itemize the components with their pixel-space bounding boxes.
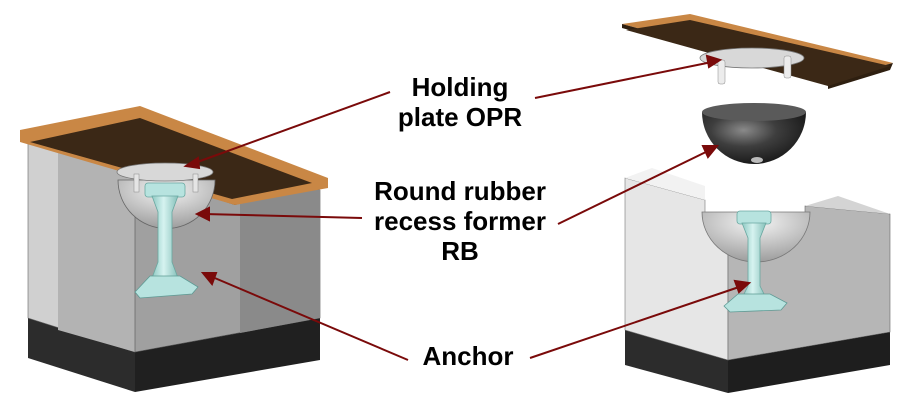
arrow-holding-right bbox=[705, 54, 723, 69]
left-holding-plate bbox=[116, 162, 214, 182]
right-anchor-foot bbox=[723, 293, 788, 313]
left-plate-pin-b bbox=[192, 173, 199, 193]
label-rubber-former: Round rubber recess former RB bbox=[360, 176, 560, 266]
right-assembly bbox=[622, 14, 893, 393]
arrow-rubber-right bbox=[701, 145, 720, 159]
right-rubber-former bbox=[702, 112, 806, 164]
left-anchor-foot bbox=[134, 275, 199, 299]
arrow-anchor-right bbox=[733, 279, 752, 294]
right-plate-pin-a bbox=[717, 59, 726, 85]
left-block-inner-wall bbox=[58, 150, 135, 352]
arrow-rubber-left bbox=[194, 206, 210, 222]
left-plate-pin-a bbox=[133, 173, 140, 193]
left-assembly bbox=[20, 106, 328, 392]
right-rubber-rim bbox=[702, 103, 806, 121]
leader-anchor-right bbox=[529, 285, 743, 359]
left-block-bottom-right bbox=[135, 318, 320, 392]
label-anchor: Anchor bbox=[408, 341, 528, 371]
label-rubber-line-2: recess former bbox=[374, 206, 546, 236]
label-anchor-line-1: Anchor bbox=[422, 341, 514, 371]
right-anchor-head bbox=[736, 210, 772, 225]
leader-rubber-right bbox=[557, 149, 711, 225]
left-plate-under-shadow bbox=[30, 118, 312, 199]
left-block-bottom bbox=[28, 318, 135, 392]
right-plate-pin-b bbox=[783, 55, 792, 79]
label-holding-line-1: Holding bbox=[411, 72, 509, 102]
right-block-front bbox=[624, 177, 729, 361]
leader-holding-left bbox=[191, 91, 391, 165]
leader-holding-right bbox=[534, 61, 713, 99]
label-holding-line-2: plate OPR bbox=[397, 102, 523, 132]
left-anchor-head bbox=[144, 182, 186, 198]
label-rubber-line-3: RB bbox=[441, 236, 479, 266]
leader-anchor-left bbox=[209, 275, 409, 361]
right-block-top-right bbox=[805, 196, 890, 214]
arrow-anchor-left bbox=[200, 272, 218, 286]
arrow-holding-left bbox=[183, 156, 201, 170]
label-holding-plate: Holding plate OPR bbox=[385, 72, 535, 132]
right-block-top-left bbox=[625, 168, 705, 200]
right-block-bottom bbox=[625, 330, 728, 393]
label-rubber-line-1: Round rubber bbox=[374, 176, 546, 206]
right-holding-plate bbox=[699, 47, 805, 69]
right-block-bottom-right bbox=[728, 332, 890, 393]
leader-rubber-left bbox=[203, 213, 363, 219]
right-rubber-hole bbox=[751, 157, 763, 163]
leader-lines bbox=[183, 54, 752, 361]
